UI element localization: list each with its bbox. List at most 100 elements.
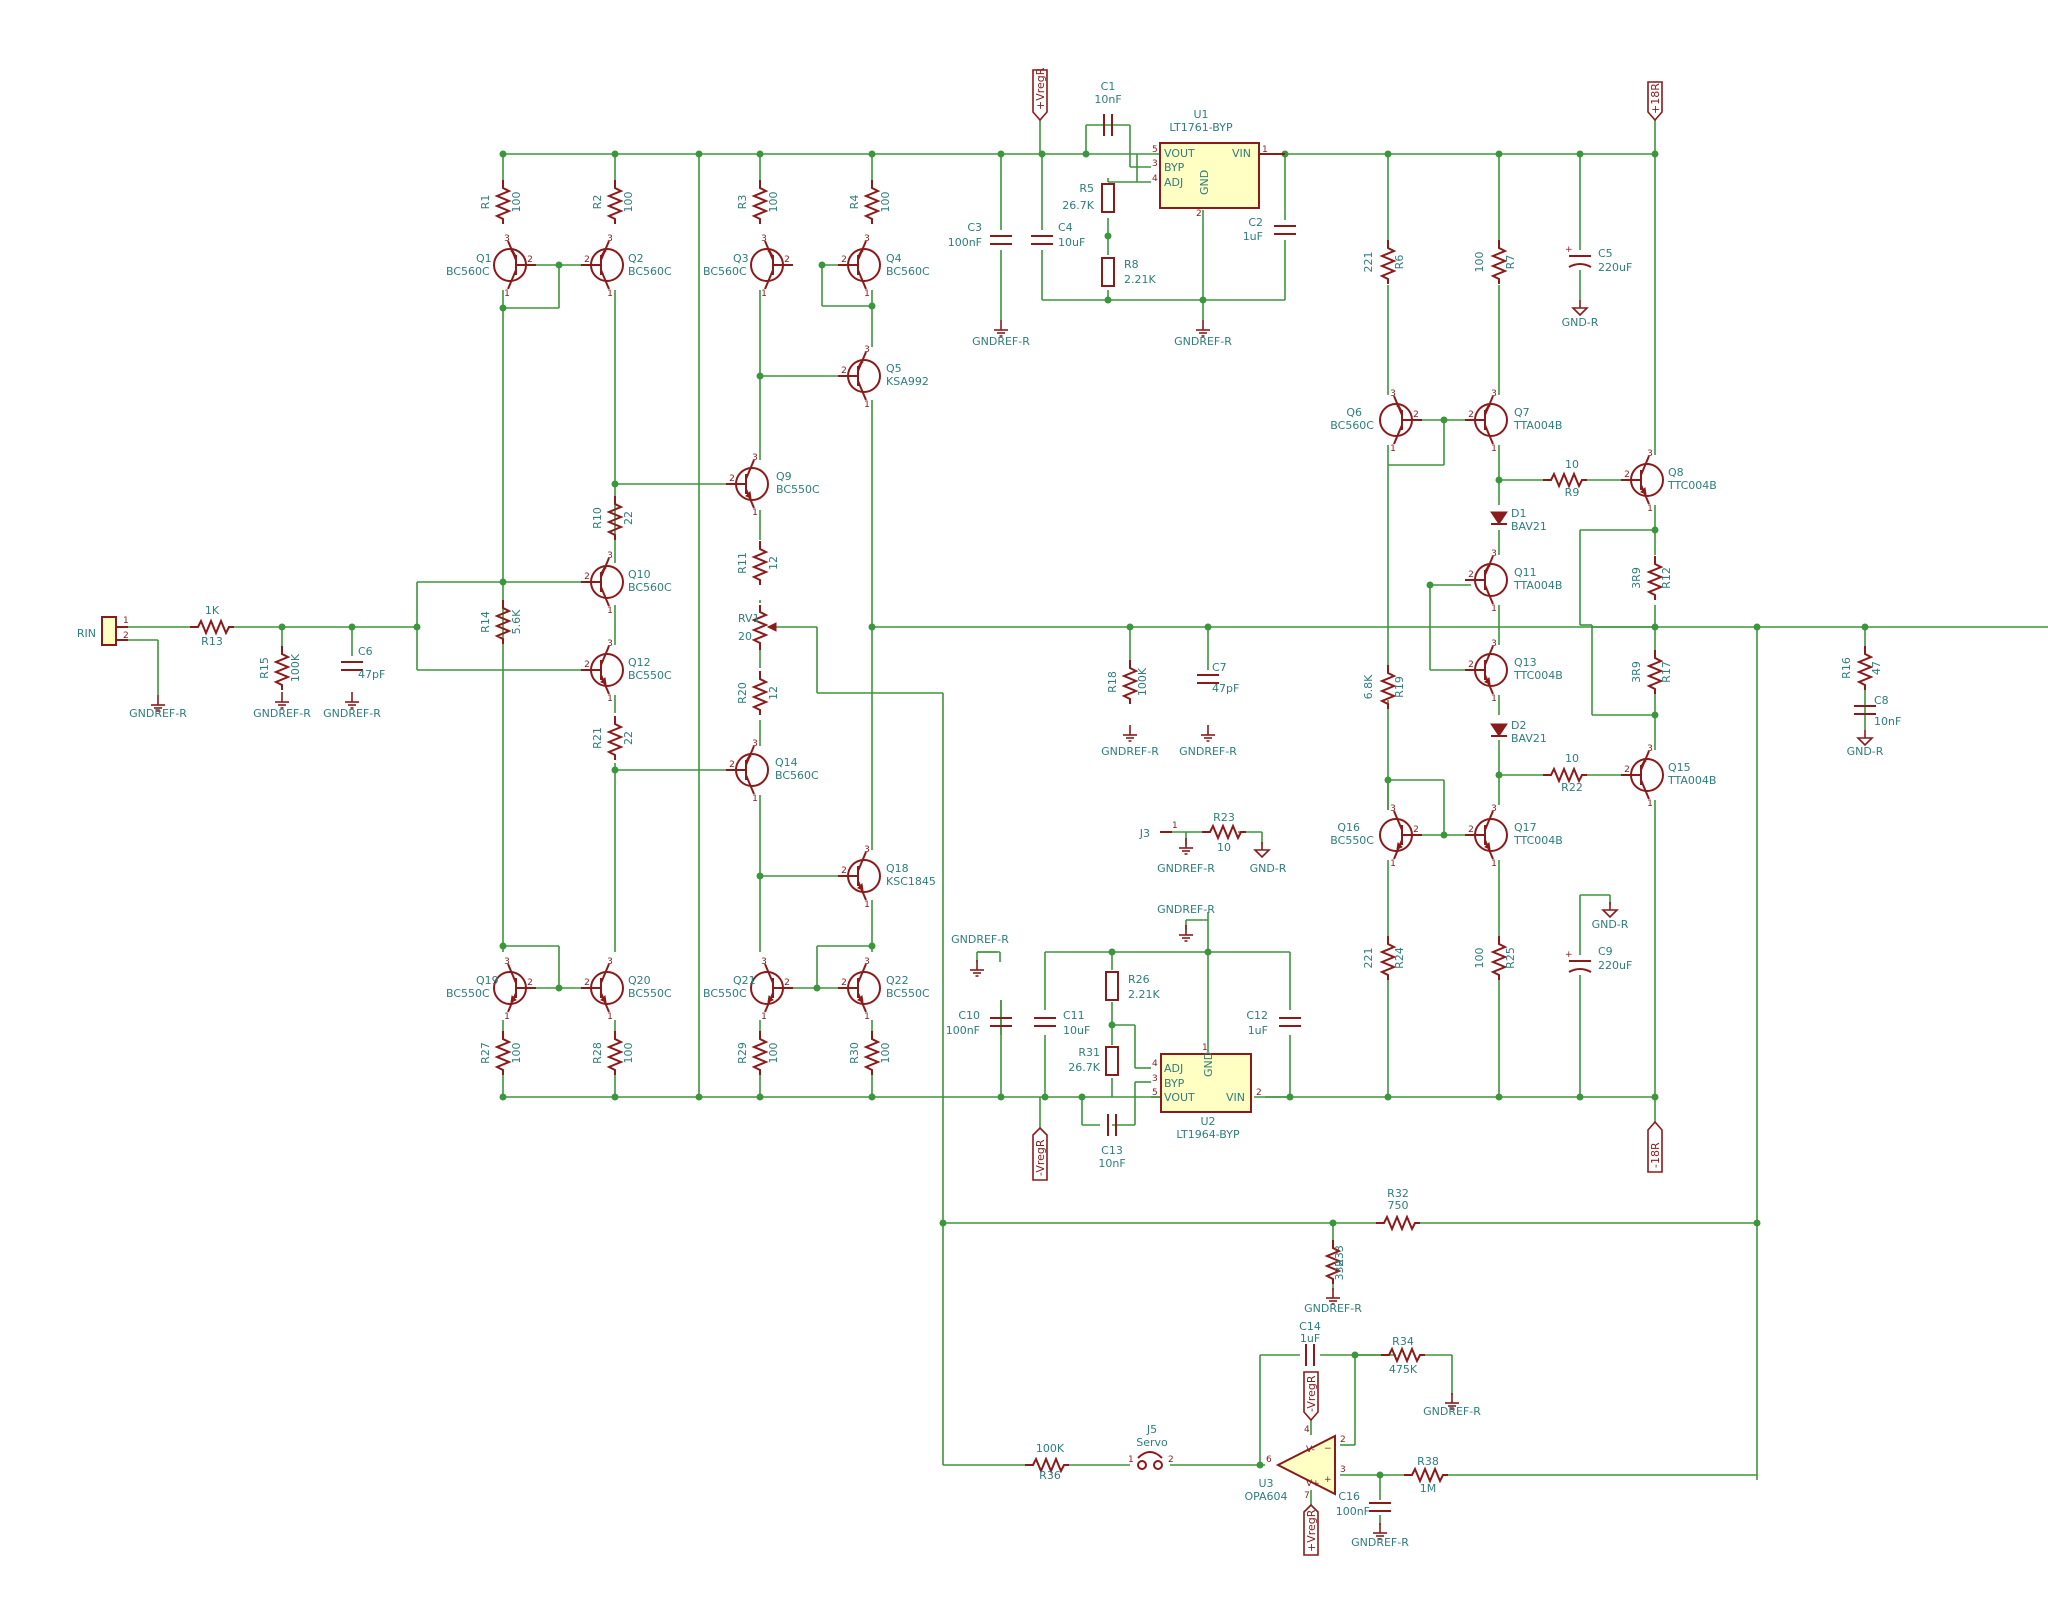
- q3-transistor[interactable]: 312: [750, 234, 793, 299]
- q10-pin2: 2: [584, 572, 590, 582]
- c12-capacitor[interactable]: [1279, 1017, 1301, 1027]
- c14-capacitor[interactable]: [1305, 1344, 1315, 1366]
- r14-resistor[interactable]: [494, 600, 512, 644]
- r3-resistor[interactable]: [751, 180, 769, 224]
- q17-transistor[interactable]: 312: [1465, 804, 1508, 869]
- j5-value-label: Servo: [1136, 1436, 1168, 1449]
- r12-resistor[interactable]: [1646, 556, 1664, 600]
- c10-value-label: 100nF: [946, 1024, 980, 1037]
- q6-transistor[interactable]: 312: [1379, 389, 1422, 454]
- r28-resistor[interactable]: [606, 1031, 624, 1075]
- r19-body: [1379, 665, 1397, 709]
- q20-bottom-lead: [600, 992, 610, 1013]
- c6-capacitor[interactable]: [341, 661, 363, 671]
- c8-capacitor[interactable]: [1854, 705, 1876, 715]
- r38-resistor[interactable]: [1404, 1466, 1448, 1484]
- c13-capacitor[interactable]: [1107, 1114, 1117, 1136]
- r15-resistor[interactable]: [273, 646, 291, 690]
- r11-resistor[interactable]: [751, 541, 769, 585]
- q4-transistor[interactable]: 312: [838, 234, 881, 299]
- q12-transistor[interactable]: 312: [581, 639, 624, 704]
- r6-resistor[interactable]: [1379, 240, 1397, 284]
- r10-resistor[interactable]: [606, 496, 624, 540]
- d2-diode[interactable]: [1490, 723, 1508, 737]
- r33-resistor[interactable]: [1324, 1240, 1342, 1284]
- c9-capacitor[interactable]: +: [1565, 950, 1592, 973]
- q18-transistor[interactable]: 312: [838, 845, 881, 910]
- r9-resistor[interactable]: [1543, 471, 1587, 489]
- r29-resistor[interactable]: [751, 1031, 769, 1075]
- c4-capacitor[interactable]: [1031, 235, 1053, 245]
- c8-ref-label: C8: [1874, 694, 1889, 707]
- r34-resistor[interactable]: [1381, 1346, 1425, 1364]
- r31-resistor[interactable]: [1105, 1046, 1119, 1076]
- q18-emitter-arrow: [857, 882, 864, 891]
- q11-transistor[interactable]: 312: [1465, 549, 1508, 614]
- c10-capacitor[interactable]: [990, 1017, 1012, 1027]
- r36-resistor[interactable]: [1025, 1456, 1069, 1474]
- q9-transistor[interactable]: 312: [726, 453, 769, 518]
- rv1-potentiometer[interactable]: [751, 605, 777, 650]
- q2-transistor[interactable]: 312: [581, 234, 624, 299]
- r2-resistor[interactable]: [606, 180, 624, 224]
- r23-resistor[interactable]: [1202, 823, 1246, 841]
- q14-transistor[interactable]: 312: [726, 739, 769, 804]
- r26-resistor[interactable]: [1105, 971, 1119, 1001]
- q10-transistor[interactable]: 312: [581, 551, 624, 616]
- r25-resistor[interactable]: [1490, 936, 1508, 980]
- c1-capacitor[interactable]: [1103, 114, 1113, 136]
- r27-resistor[interactable]: [494, 1031, 512, 1075]
- q8-transistor[interactable]: 312: [1621, 449, 1664, 514]
- r4-resistor[interactable]: [863, 180, 881, 224]
- c11-capacitor[interactable]: [1034, 1017, 1056, 1027]
- c3-capacitor[interactable]: [990, 235, 1012, 245]
- r24-value-label: 221: [1362, 948, 1375, 969]
- r30-resistor[interactable]: [863, 1031, 881, 1075]
- r24-resistor[interactable]: [1379, 936, 1397, 980]
- c1-value-label: 10nF: [1094, 93, 1121, 106]
- r20-resistor[interactable]: [751, 671, 769, 715]
- c7-capacitor[interactable]: [1197, 674, 1219, 684]
- q7-transistor[interactable]: 312: [1465, 389, 1508, 454]
- q1-transistor[interactable]: 312: [493, 234, 536, 299]
- c16-capacitor[interactable]: [1369, 1502, 1391, 1512]
- r28-body: [606, 1031, 624, 1075]
- r32-resistor[interactable]: [1376, 1214, 1420, 1232]
- r16-resistor[interactable]: [1856, 646, 1874, 690]
- r13-resistor[interactable]: [190, 618, 234, 636]
- r8-resistor[interactable]: [1101, 257, 1115, 287]
- q5-transistor[interactable]: 312: [838, 345, 881, 410]
- r21-resistor[interactable]: [606, 716, 624, 760]
- rin-connector[interactable]: 12: [101, 616, 129, 646]
- r5-resistor[interactable]: [1101, 183, 1115, 213]
- q13-transistor[interactable]: 312: [1465, 639, 1508, 704]
- q20-transistor[interactable]: 312: [581, 957, 624, 1022]
- q12-pin2: 2: [584, 660, 590, 670]
- r1-resistor[interactable]: [494, 180, 512, 224]
- r33-value-label: 332: [1333, 1260, 1346, 1281]
- q15-ref-label: Q15: [1668, 761, 1691, 774]
- q22-bottom-lead: [857, 992, 867, 1013]
- q8-value-label: TTC004B: [1667, 479, 1717, 492]
- r17-resistor[interactable]: [1646, 650, 1664, 694]
- u3-ref-label: U3: [1258, 1477, 1273, 1490]
- q22-transistor[interactable]: 312: [838, 957, 881, 1022]
- r22-resistor[interactable]: [1543, 766, 1587, 784]
- r18-resistor[interactable]: [1121, 660, 1139, 704]
- q21-transistor[interactable]: 312: [750, 957, 793, 1022]
- c5-capacitor[interactable]: +: [1565, 245, 1592, 268]
- r19-resistor[interactable]: [1379, 665, 1397, 709]
- q19-transistor[interactable]: 312: [493, 957, 536, 1022]
- r4-ref-label: R4: [848, 195, 861, 210]
- q15-transistor[interactable]: 312: [1621, 744, 1664, 809]
- q16-transistor[interactable]: 312: [1379, 804, 1422, 869]
- c2-capacitor[interactable]: [1274, 225, 1296, 235]
- c5-plus-mark: +: [1565, 245, 1573, 255]
- r7-resistor[interactable]: [1490, 240, 1508, 284]
- d1-diode[interactable]: [1490, 511, 1508, 525]
- j3-connector[interactable]: 1: [1160, 821, 1178, 833]
